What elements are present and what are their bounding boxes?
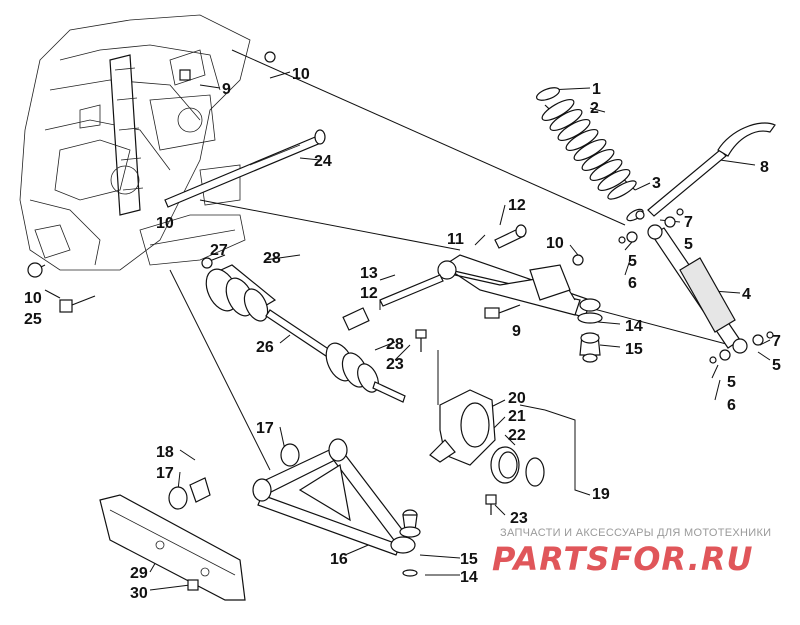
callout-25: 25	[24, 311, 42, 328]
callout-27: 27	[210, 242, 228, 259]
nut-27	[201, 257, 213, 269]
callout-6a: 6	[628, 275, 637, 292]
lower-a-arm	[252, 438, 416, 556]
callout-22: 22	[508, 427, 526, 444]
callout-9a: 9	[222, 81, 231, 98]
steering-knuckle	[429, 389, 496, 466]
upper-a-arm	[437, 254, 601, 319]
bolt-25	[59, 295, 96, 313]
bolt-9-arm	[484, 304, 521, 319]
callout-5a: 5	[684, 236, 693, 253]
ball-joint-upper	[577, 312, 603, 363]
callout-10a: 10	[292, 66, 310, 83]
long-bolt-24	[164, 129, 326, 208]
callout-12b: 12	[360, 285, 378, 302]
shock-absorber	[647, 224, 748, 354]
watermark-subtitle: ЗАПЧАСТИ И АКСЕССУАРЫ ДЛЯ МОТОТЕХНИКИ	[500, 527, 772, 539]
cv-axle-26	[205, 264, 406, 403]
callout-30: 30	[130, 585, 148, 602]
callout-3: 3	[652, 175, 661, 192]
callout-5b: 5	[628, 253, 637, 270]
bushing-pin-12-upper	[494, 224, 527, 249]
callout-labels: 1 2 3 8 7 5 5 6 4 7 5 5 6 10 9 24 10 27 …	[24, 66, 781, 602]
callout-5d: 5	[727, 374, 736, 391]
callout-26: 26	[256, 339, 274, 356]
bolt-23-upper	[415, 329, 427, 352]
callout-24: 24	[314, 153, 332, 170]
callout-11: 11	[447, 231, 464, 248]
callout-17a: 17	[256, 420, 274, 437]
bolt-23-lower	[485, 494, 497, 515]
callout-10c: 10	[24, 290, 42, 307]
callout-2: 2	[590, 100, 599, 117]
callout-10b: 10	[156, 215, 174, 232]
callout-13: 13	[360, 265, 378, 282]
callout-12a: 12	[508, 197, 526, 214]
shaft-13	[342, 274, 444, 331]
callout-15a: 15	[625, 341, 643, 358]
callout-6b: 6	[727, 397, 736, 414]
bolt-30	[187, 579, 199, 591]
callout-23a: 23	[386, 356, 404, 373]
callout-10d: 10	[546, 235, 564, 252]
bolt-9-top	[179, 69, 191, 81]
watermark-brand: PARTSFOR.RU	[492, 540, 754, 578]
bushings-17-18	[168, 443, 300, 510]
coil-spring	[541, 99, 637, 200]
callout-14a: 14	[625, 318, 643, 335]
bearing-21	[490, 446, 520, 484]
callout-17b: 17	[156, 465, 174, 482]
callout-20: 20	[508, 390, 526, 407]
callout-15b: 15	[460, 551, 478, 568]
callout-8: 8	[760, 159, 769, 176]
callout-29: 29	[130, 565, 148, 582]
callout-18: 18	[156, 444, 174, 461]
callout-7a: 7	[684, 214, 693, 231]
callout-28a: 28	[263, 250, 281, 267]
callout-9b: 9	[512, 323, 521, 340]
callout-5c: 5	[772, 357, 781, 374]
callout-4: 4	[742, 286, 751, 303]
nut-10-arm	[572, 254, 584, 266]
nut-10-top	[264, 51, 276, 63]
callout-16: 16	[330, 551, 348, 568]
callout-19: 19	[592, 486, 610, 503]
skid-plate-29	[99, 494, 246, 601]
callout-1: 1	[592, 81, 601, 98]
callout-14b: 14	[460, 569, 478, 586]
callout-21: 21	[508, 408, 526, 425]
callout-7b: 7	[772, 333, 781, 350]
callout-28b: 28	[386, 336, 404, 353]
callout-23b: 23	[510, 510, 528, 527]
snap-ring-22	[525, 457, 545, 487]
nut-10-left	[27, 262, 43, 278]
spanner-wrench	[647, 122, 776, 217]
frame-assembly	[19, 14, 251, 271]
shock-absorber-assembly	[535, 87, 776, 364]
ball-joint-lower	[399, 509, 421, 577]
